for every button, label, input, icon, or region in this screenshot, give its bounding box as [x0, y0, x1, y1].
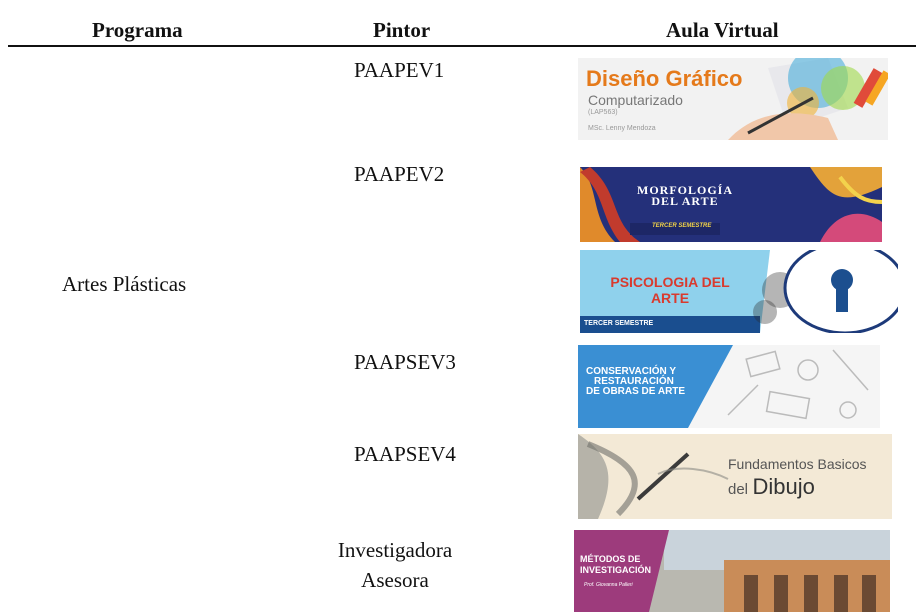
banner-conservacion-line2: RESTAURACIÓN	[594, 376, 674, 387]
banner-metodos-line1: MÉTODOS DE	[580, 554, 641, 564]
banner-diseno-grafico[interactable]: Diseño Gráfico Computarizado (LAP563) MS…	[578, 58, 888, 140]
banner-morfologia-title: MORFOLOGÍA DEL ARTE	[580, 183, 790, 208]
banner-diseno-author: MSc. Lenny Mendoza	[588, 125, 656, 132]
banner-morfologia-caption: TERCER SEMESTRE	[652, 223, 712, 229]
banner-metodos-line2: INVESTIGACIÓN	[580, 565, 652, 575]
pintor-investigadora-line2: Asesora	[361, 568, 429, 592]
pintor-paapsev4: PAAPSEV4	[354, 442, 456, 466]
banner-metodos-author: Prof. Giovanna Palleri	[584, 582, 633, 588]
pintor-paapev1: PAAPEV1	[354, 58, 445, 82]
banner-dibujo-main: Dibujo	[752, 474, 815, 499]
banner-dibujo[interactable]: Fundamentos Basicos del Dibujo	[578, 434, 892, 519]
banner-conservacion-title: CONSERVACIÓN Y RESTAURACIÓN DE OBRAS DE …	[586, 367, 685, 397]
pintor-paapev2: PAAPEV2	[354, 162, 445, 186]
banner-diseno-subtitle: Computarizado	[588, 92, 683, 108]
header-programa: Programa	[92, 18, 183, 42]
banner-morfologia[interactable]: MORFOLOGÍA DEL ARTE TERCER SEMESTRE	[580, 167, 882, 242]
banner-dibujo-art	[578, 434, 892, 519]
banner-conservacion-line3: DE OBRAS DE ARTE	[586, 386, 686, 397]
banner-psicologia-title-line1: PSICOLOGIA DEL	[610, 274, 730, 290]
banner-psicologia[interactable]: PSICOLOGIA DEL ARTE TERCER SEMESTRE	[580, 250, 898, 333]
program-name: Artes Plásticas	[62, 272, 187, 296]
banner-metodos-art	[574, 530, 890, 612]
pintor-paapsev3: PAAPSEV3	[354, 350, 456, 374]
header-rule	[8, 45, 916, 47]
banner-metodos-title: MÉTODOS DE INVESTIGACIÓN	[580, 554, 651, 576]
banner-morfologia-art	[580, 167, 882, 242]
banner-diseno-code: (LAP563)	[588, 109, 618, 116]
banner-psicologia-title-line2: ARTE	[650, 290, 690, 306]
banner-diseno-grafico-art	[578, 58, 888, 140]
pintor-investigadora-line1: Investigadora	[337, 538, 453, 562]
banner-metodos[interactable]: MÉTODOS DE INVESTIGACIÓN Prof. Giovanna …	[574, 530, 890, 612]
banner-morfologia-title-line1: MORFOLOGÍA	[637, 183, 733, 197]
banner-dibujo-prefix: del	[728, 481, 749, 498]
banner-conservacion[interactable]: CONSERVACIÓN Y RESTAURACIÓN DE OBRAS DE …	[578, 345, 880, 428]
banner-psicologia-caption: TERCER SEMESTRE	[584, 320, 654, 327]
pintor-investigadora: Investigadora Asesora	[330, 535, 460, 595]
banner-morfologia-title-line2: DEL ARTE	[651, 194, 719, 208]
banner-conservacion-line1: CONSERVACIÓN Y	[586, 366, 677, 377]
header-pintor: Pintor	[373, 18, 431, 42]
banner-psicologia-title: PSICOLOGIA DEL ARTE	[580, 274, 760, 306]
banner-dibujo-line1: Fundamentos Basicos	[728, 456, 867, 472]
banner-psicologia-art	[580, 250, 898, 333]
banner-conservacion-art	[578, 345, 880, 428]
header-aula-virtual: Aula Virtual	[666, 18, 779, 42]
banner-dibujo-line2: del Dibujo	[728, 474, 815, 500]
banner-diseno-title: Diseño Gráfico	[586, 66, 743, 91]
